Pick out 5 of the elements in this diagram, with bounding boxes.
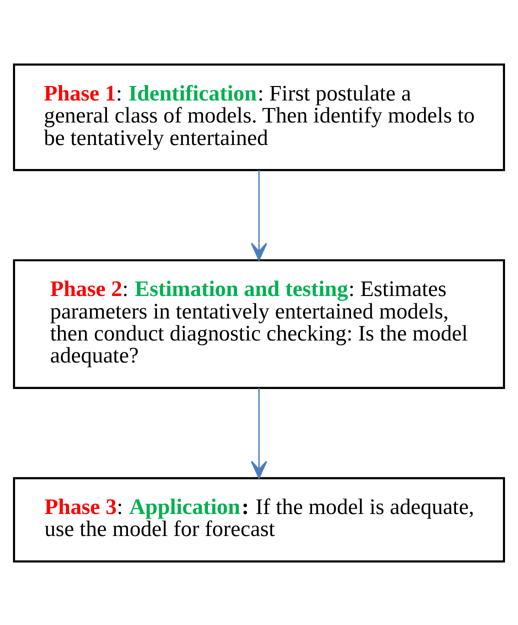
arrow [250, 388, 268, 478]
node-box: Phase 3: Application: If the model is adequate, use the model for forecast [12, 476, 506, 562]
node-box: Phase 1: Identification: First postulate a general class of models. Then identify models to be tentatively entertained [12, 63, 506, 171]
arrow [250, 170, 268, 260]
node-box: Phase 2: Estimation and testing: Estimates parameters in tentatively entertained models, then conduct diagnostic checking: Is the model adequate? [12, 258, 506, 388]
